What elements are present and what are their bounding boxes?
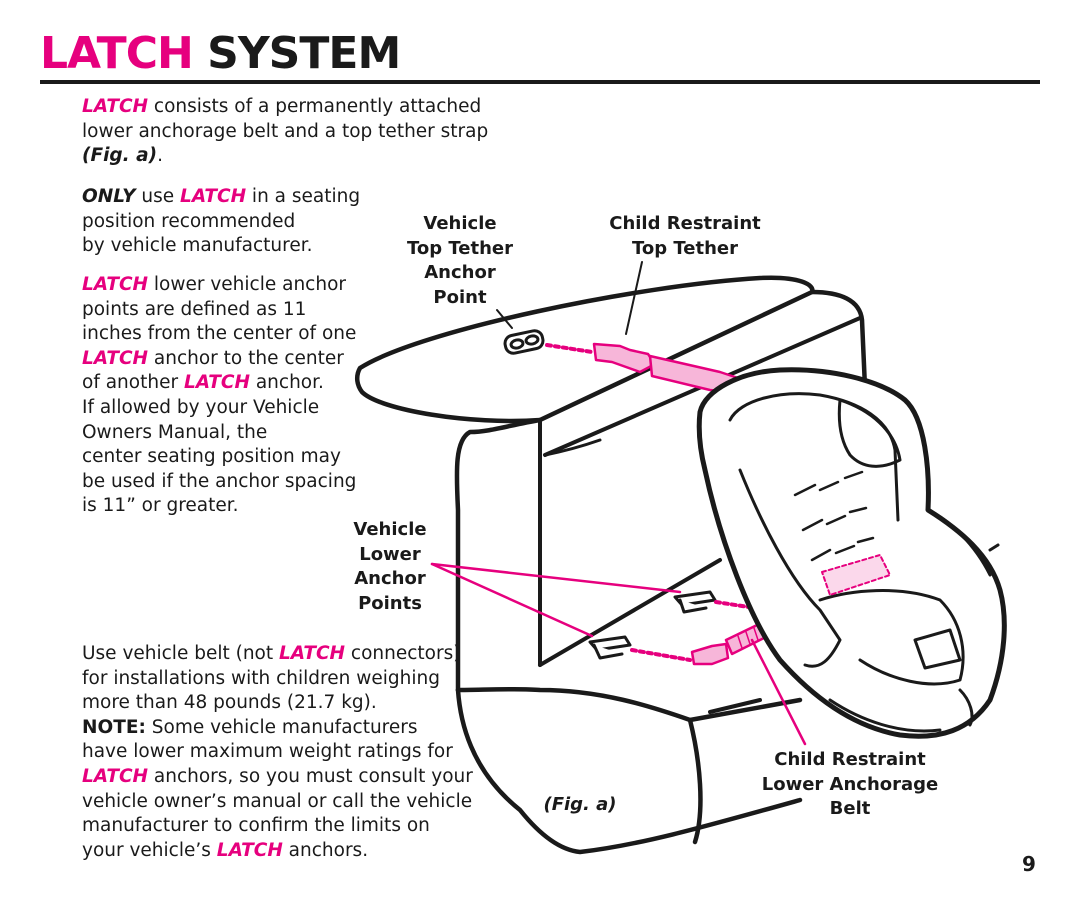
only-text: use: [135, 186, 181, 207]
top-tether-strap: [592, 342, 740, 394]
latch-term: LATCH: [216, 839, 283, 861]
leader-lower-belt: [750, 638, 807, 746]
car-seat-back-line: [988, 543, 1000, 552]
spacing-paragraph: LATCH lower vehicle anchor points are de…: [82, 273, 356, 519]
spacing-line: center seating position may: [82, 446, 341, 468]
car-seat-base-edge: [828, 698, 942, 733]
label-vehicle-top-tether-anchor: Vehicle Top Tether Anchor Point: [390, 212, 530, 310]
label-line: Vehicle: [353, 519, 427, 540]
leader-top-tether-anchor: [496, 309, 513, 329]
label-line: Child Restraint: [609, 213, 761, 234]
intro-paragraph: LATCH consists of a permanently attached…: [82, 95, 488, 169]
latch-term: LATCH: [82, 274, 149, 295]
car-seat-headrest: [837, 398, 902, 468]
car-seat-armrest: [926, 508, 992, 577]
fig-caption: (Fig. a): [543, 794, 617, 815]
label-line: Top Tether: [631, 237, 738, 259]
spacing-text: lower vehicle anchor: [148, 274, 347, 295]
latch-term: LATCH: [180, 186, 247, 207]
belt-text: anchors, so you must consult your: [148, 765, 473, 787]
label-line: Anchor: [424, 262, 496, 284]
only-line: position recommended: [82, 210, 296, 232]
note-label: NOTE:: [82, 716, 146, 738]
only-emphasis: ONLY: [82, 186, 136, 207]
spacing-text: anchor to the center: [148, 347, 344, 369]
car-seat-buckle: [913, 628, 962, 670]
label-line: Belt: [829, 798, 871, 820]
latch-term: LATCH: [279, 643, 346, 664]
page-title: LATCH SYSTEM: [40, 28, 401, 79]
spacing-line: If allowed by your Vehicle: [82, 396, 320, 418]
intro-line: consists of a permanently attached: [148, 96, 482, 117]
label-vehicle-lower-anchor-points: Vehicle Lower Anchor Points: [335, 518, 445, 616]
belt-paragraph: Use vehicle belt (not LATCH connectors) …: [82, 642, 473, 863]
spacing-text: anchor.: [249, 372, 324, 394]
harness-slots: [793, 470, 875, 562]
seat-base-crease: [538, 558, 722, 667]
top-tether-anchor: [503, 329, 545, 355]
spacing-line: points are defined as 11: [82, 298, 307, 320]
leader-child-top-tether: [625, 261, 643, 335]
belt-text: anchors.: [282, 839, 369, 861]
title-rule: [40, 80, 1040, 84]
title-accent: LATCH: [40, 28, 194, 79]
car-seat-seat-pad: [818, 589, 965, 686]
belt-line: vehicle owner’s manual or call the vehic…: [82, 790, 473, 812]
intro-line: lower anchorage belt and a top tether st…: [82, 120, 489, 142]
only-paragraph: ONLY use LATCH in a seating position rec…: [82, 185, 360, 259]
title-rest: SYSTEM: [192, 28, 401, 79]
car-seat-strap-pink: [821, 554, 891, 596]
spacing-line: Owners Manual, the: [82, 421, 268, 443]
belt-line: manufacturer to confirm the limits on: [82, 815, 430, 837]
seat-back-cushion: [454, 417, 543, 693]
latch-term: LATCH: [183, 372, 250, 394]
label-line: Top Tether: [406, 237, 513, 259]
only-text: in a seating: [246, 186, 361, 207]
latch-term: LATCH: [82, 347, 149, 369]
intro-period: .: [157, 145, 163, 167]
spacing-line: is 11” or greater.: [82, 495, 239, 517]
belt-text: Use vehicle belt (not: [82, 643, 280, 664]
label-line: Point: [433, 286, 487, 308]
label-child-restraint-top-tether: Child Restraint Top Tether: [595, 212, 775, 261]
leader-lower-anchor-upper: [430, 562, 682, 594]
lower-anchor-right: [673, 590, 717, 614]
latch-term: LATCH: [82, 96, 149, 117]
belt-line: have lower maximum weight ratings for: [82, 741, 453, 763]
seat-back-top: [355, 275, 815, 424]
top-tether-dotted: [545, 343, 594, 354]
label-line: Child Restraint: [774, 749, 926, 770]
page-number: 9: [1022, 852, 1036, 876]
belt-text: Some vehicle manufacturers: [145, 716, 418, 738]
leader-lower-anchor-lower: [430, 562, 594, 638]
label-line: Points: [358, 592, 422, 614]
label-line: Lower: [359, 543, 421, 565]
seat-back-side: [809, 289, 869, 413]
spacing-line: inches from the center of one: [82, 323, 357, 345]
car-seat-foot: [958, 688, 974, 727]
seat-base-vertical: [687, 717, 703, 845]
spacing-text: of another: [82, 372, 184, 394]
seat-base-top-edge: [455, 686, 803, 723]
label-line: Lower Anchorage: [761, 773, 939, 795]
latch-term: LATCH: [82, 765, 149, 787]
belt-line: for installations with children weighing: [82, 667, 440, 689]
belt-text: connectors): [345, 643, 461, 664]
lower-anchor-left: [588, 635, 632, 660]
belt-line: more than 48 pounds (21.7 kg).: [82, 692, 377, 714]
only-line: by vehicle manufacturer.: [82, 235, 313, 257]
label-line: Anchor: [354, 568, 426, 590]
seat-cushion-line: [708, 698, 762, 714]
fig-reference: (Fig. a): [82, 145, 158, 167]
car-seat-side-wing: [738, 468, 842, 668]
lower-strap-dotted-left: [630, 648, 692, 662]
belt-text: your vehicle’s: [82, 839, 217, 861]
label-line: Vehicle: [423, 213, 497, 234]
seat-bight: [543, 438, 602, 457]
spacing-line: be used if the anchor spacing: [82, 470, 357, 492]
label-child-restraint-lower-belt: Child Restraint Lower Anchorage Belt: [740, 748, 960, 822]
